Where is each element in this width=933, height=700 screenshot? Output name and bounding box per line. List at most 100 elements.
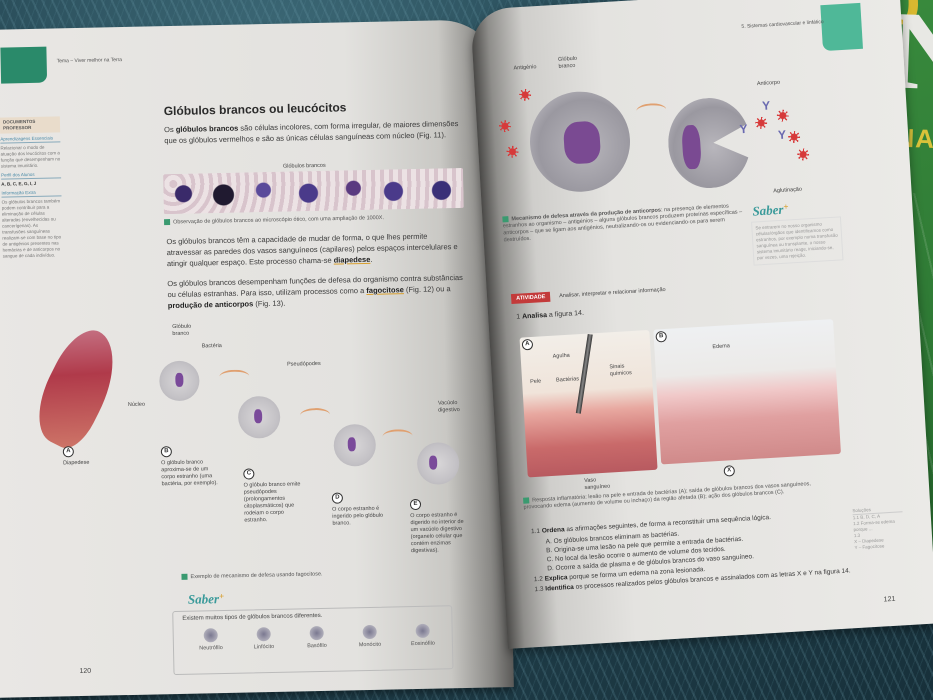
antigen-icon: [776, 109, 790, 122]
teacher-sidebar: DOCUMENTOS PROFESSOR Aprendizagens Essen…: [0, 116, 63, 259]
sidebar-section-text: Relacionar o modo de atuação dos leucóci…: [0, 144, 61, 169]
wbc-type-label: Neutrófilo: [199, 645, 223, 652]
blood-vessel-illustration: [23, 320, 132, 456]
step-d-text: O corpo estranho é ingerido pelo glóbulo…: [332, 505, 384, 527]
label-pele: Pele: [529, 378, 542, 386]
saber-mais-title: Saber+: [752, 201, 789, 219]
step-d-marker: D: [331, 492, 343, 504]
label-vaso-sanguineo: Vaso sanguíneo: [583, 477, 611, 492]
saber-mais-title: Saber+: [188, 591, 225, 608]
fig11-micrograph: [163, 167, 464, 215]
label-agulha: Agulha: [552, 352, 570, 360]
page-number-left: 120: [79, 667, 92, 676]
activity-tag: ATIVIDADE: [510, 291, 551, 305]
antibody-icon: Y: [739, 121, 748, 137]
step-e-marker: E: [409, 498, 422, 511]
sidebar-section-title: Perfil dos Alunos: [0, 171, 62, 180]
activity-skills: Analisar, interpretar e relacionar infor…: [558, 286, 666, 300]
marker-x: X: [723, 465, 736, 477]
wbc-type-label: Basófilo: [307, 642, 327, 650]
solutions-sidebar: Soluções 1.1 B, D, C, A 1.2 Forma-se ede…: [852, 505, 904, 551]
page-number-right: 121: [883, 595, 896, 604]
fig14-panel-a: [519, 329, 658, 478]
step-a-marker: A: [62, 446, 74, 458]
item-letter: C.: [546, 556, 554, 564]
question-verb: Explica: [544, 574, 568, 583]
wbc-type: Basófilo: [293, 625, 341, 650]
label-nucleo: Núcleo: [127, 401, 146, 408]
saber-mais-text: Se entrarem no nosso organismo células/ó…: [751, 216, 844, 266]
question-number: 1.2: [533, 575, 544, 584]
caption-number-badge: [181, 573, 188, 580]
intro-paragraph: Os glóbulos brancos são células incolore…: [164, 118, 459, 146]
antigen-icon: [506, 145, 519, 159]
label-edema: Edema: [712, 343, 731, 351]
fig12-caption-text: Exemplo de mecanismo de defesa usando fa…: [190, 571, 323, 581]
diapedese-term: diapedese: [333, 254, 371, 265]
white-blood-cell-c: [237, 395, 281, 439]
white-blood-cell: [527, 88, 633, 195]
intro-bold-term: glóbulos brancos: [175, 123, 239, 134]
right-page: 5. Sistemas cardiovascular e linfático A…: [470, 0, 933, 649]
question-number: 1.3: [534, 585, 544, 594]
wbc-type-label: Eosinófilo: [410, 640, 435, 648]
fig12-caption: Exemplo de mecanismo de defesa usando fa…: [181, 571, 323, 581]
fig11-caption: Observação de glóbulos brancos ao micros…: [164, 215, 384, 226]
wbc-type: Monócito: [346, 624, 394, 648]
diapedese-paragraph: Os glóbulos brancos têm a capacidade de …: [166, 230, 465, 269]
label-vacuolo: Vacúolo digestivo: [437, 400, 460, 414]
wbc-type-label: Monócito: [358, 641, 382, 649]
item-letter: D.: [547, 565, 554, 573]
antibody-icon: Y: [761, 98, 771, 113]
white-blood-cell-b: [158, 360, 200, 402]
fig13-caption: Mecanismo de defesa através da produção …: [502, 202, 743, 245]
fig14-caption: Resposta inflamatória: lesão na pele e e…: [523, 480, 823, 512]
caption-number-badge: [164, 219, 171, 226]
running-head: Tema – Viver melhor na Terra: [56, 57, 123, 65]
plus-icon: +: [782, 201, 789, 212]
question-verb: Identifica: [545, 583, 575, 593]
antigen-icon: [754, 116, 768, 130]
antibody-icon: Y: [777, 127, 787, 142]
label-bacteria: Bactéria: [201, 343, 222, 350]
left-page: Tema – Viver melhor na Terra DOCUMENTOS …: [0, 19, 514, 698]
defense-paragraph: Os glóbulos brancos desempenham funções …: [167, 272, 466, 311]
needle-illustration: [575, 333, 593, 414]
para3-end: (Fig. 13).: [253, 298, 286, 309]
running-head: 5. Sistemas cardiovascular e linfático: [741, 19, 824, 30]
wbc-type: Linfócito: [240, 627, 288, 651]
label-anticorpo: Anticorpo: [756, 79, 781, 88]
step-b-marker: B: [160, 446, 172, 458]
lymphocyte-icon: [256, 627, 271, 642]
label-antigenio: Antigénio: [513, 64, 537, 72]
antigen-icon: [518, 88, 532, 102]
sidebar-header: DOCUMENTOS PROFESSOR: [0, 116, 61, 134]
step-arrow: [219, 369, 250, 385]
label-globulo-branco: Glóbulo branco: [172, 323, 192, 338]
wbc-type: Eosinófilo: [399, 623, 447, 647]
chapter-tab: [820, 2, 863, 52]
fig11-caption-text: Observação de glóbulos brancos ao micros…: [173, 215, 385, 226]
antigen-icon: [787, 130, 801, 144]
antigen-icon: [796, 148, 810, 161]
fig14-caption-text: Resposta inflamatória: lesão na pele e e…: [523, 481, 812, 512]
fig14-panel-b: [653, 319, 841, 465]
question-text: a figura 14.: [546, 309, 585, 319]
sidebar-section-text: Os glóbulos brancos também podem contrib…: [1, 198, 62, 259]
step-c-text: O glóbulo branco emite pseudópodes (prol…: [243, 481, 301, 524]
step-e-text: O corpo estranho é digerido no interior …: [410, 512, 464, 555]
label-bacterias: Bactérias: [555, 376, 580, 384]
step-arrow: [299, 407, 331, 423]
section-title: Glóbulos brancos ou leucócitos: [163, 100, 347, 119]
item-letter: A.: [545, 538, 553, 546]
saber-title-text: Saber: [187, 591, 220, 607]
label-pseudopodes: Pseudópodes: [287, 360, 321, 368]
caption-number-badge: [523, 497, 530, 504]
label-sinais-quimicos: Sinais químicos: [609, 363, 633, 378]
monocyte-icon: [362, 624, 377, 640]
saber-title-text: Saber: [751, 201, 784, 219]
white-blood-cell-e: [416, 442, 460, 485]
wbc-type: Neutrófilo: [187, 628, 235, 652]
question-1: 1 Analisa a figura 14.: [516, 308, 584, 323]
antigen-icon: [498, 119, 512, 133]
